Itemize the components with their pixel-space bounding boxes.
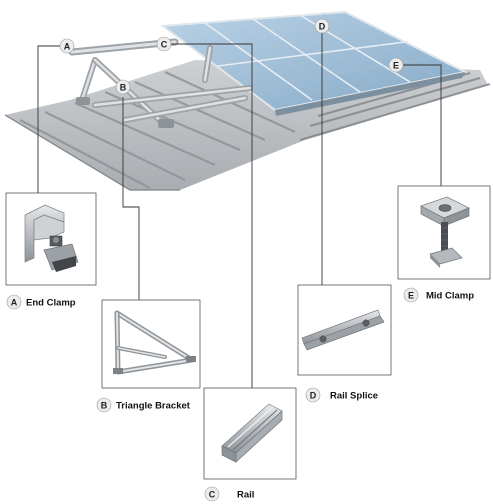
leader-c bbox=[171, 43, 253, 388]
svg-text:D: D bbox=[310, 391, 317, 401]
leader-a bbox=[37, 45, 67, 193]
end-clamp-callout: A End Clamp bbox=[5, 192, 97, 310]
triangle-bracket-label: Triangle Bracket bbox=[116, 401, 191, 412]
rail-splice-letter-badge: D bbox=[305, 387, 321, 403]
svg-text:E: E bbox=[393, 61, 399, 71]
triangle-bracket-callout: B Triangle Bracket bbox=[96, 299, 201, 413]
svg-text:C: C bbox=[209, 490, 216, 500]
marker-a: A bbox=[59, 38, 75, 54]
leader-e bbox=[403, 64, 442, 186]
rail-splice-callout: D Rail Splice bbox=[297, 284, 392, 403]
triangle-bracket-letter-badge: B bbox=[96, 397, 112, 413]
svg-text:D: D bbox=[319, 22, 326, 32]
end-clamp-letter-badge: A bbox=[6, 294, 22, 310]
solar-panel-array bbox=[160, 10, 469, 116]
marker-d: D bbox=[314, 18, 330, 34]
svg-text:B: B bbox=[120, 83, 127, 93]
rail-label: Rail bbox=[237, 490, 254, 501]
marker-e: E bbox=[388, 57, 404, 73]
end-clamp-label: End Clamp bbox=[26, 298, 76, 309]
mid-clamp-label: Mid Clamp bbox=[426, 291, 474, 302]
leader-lines bbox=[37, 33, 442, 388]
end-clamp-image bbox=[24, 204, 79, 272]
svg-text:A: A bbox=[64, 42, 71, 52]
rail-letter-badge: C bbox=[204, 486, 220, 502]
svg-text:C: C bbox=[161, 40, 168, 50]
svg-text:B: B bbox=[101, 401, 108, 411]
mounting-frame bbox=[68, 38, 253, 128]
svg-text:A: A bbox=[11, 298, 18, 308]
rail-splice-label: Rail Splice bbox=[330, 391, 378, 402]
mid-clamp-image bbox=[420, 196, 470, 268]
rail-image bbox=[221, 403, 283, 463]
marker-c: C bbox=[156, 36, 172, 52]
rail-callout: C Rail bbox=[203, 387, 297, 502]
rail-splice-image bbox=[301, 309, 385, 351]
svg-text:E: E bbox=[408, 291, 414, 301]
mid-clamp-letter-badge: E bbox=[403, 287, 419, 303]
mid-clamp-callout: E Mid Clamp bbox=[397, 185, 491, 303]
triangle-bracket-image bbox=[113, 310, 196, 375]
leader-b bbox=[122, 97, 140, 300]
marker-b: B bbox=[115, 79, 131, 95]
